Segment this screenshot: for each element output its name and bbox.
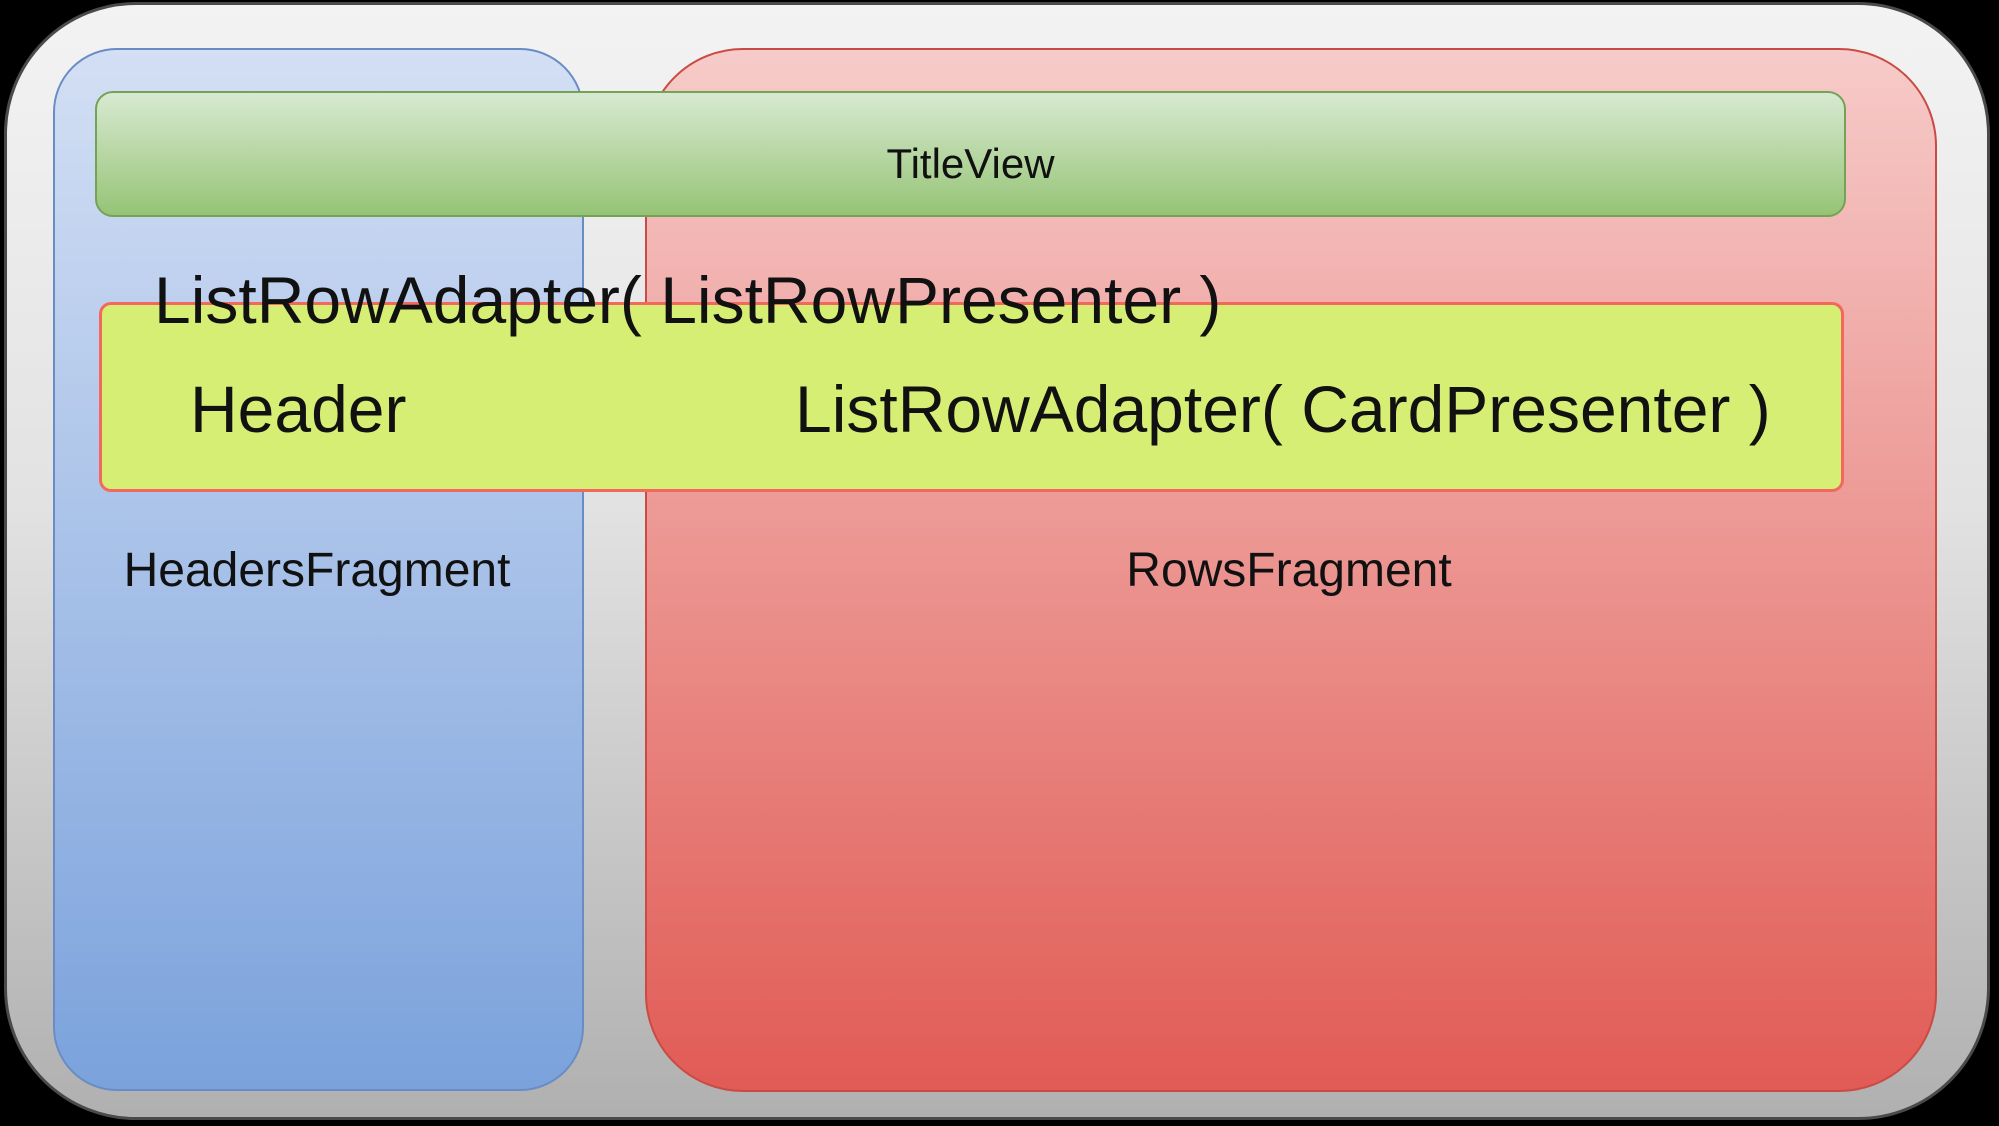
card-presenter-text: ListRowAdapter( CardPresenter ) bbox=[795, 372, 1771, 446]
headers-fragment-panel bbox=[53, 48, 584, 1091]
titleview-label: TitleView bbox=[886, 140, 1055, 187]
headers-fragment-label: HeadersFragment bbox=[123, 544, 511, 597]
header-item-text: Header bbox=[190, 372, 407, 446]
adapter-bar bbox=[99, 302, 1844, 492]
rows-fragment-panel bbox=[645, 48, 1937, 1092]
rows-fragment-label: RowsFragment bbox=[1126, 544, 1452, 597]
titleview-bar: TitleView bbox=[95, 91, 1846, 217]
listrow-presenter-text: ListRowAdapter( ListRowPresenter ) bbox=[154, 263, 1222, 337]
browse-fragment-container: TitleView ListRowAdapter( ListRowPresent… bbox=[4, 2, 1990, 1120]
